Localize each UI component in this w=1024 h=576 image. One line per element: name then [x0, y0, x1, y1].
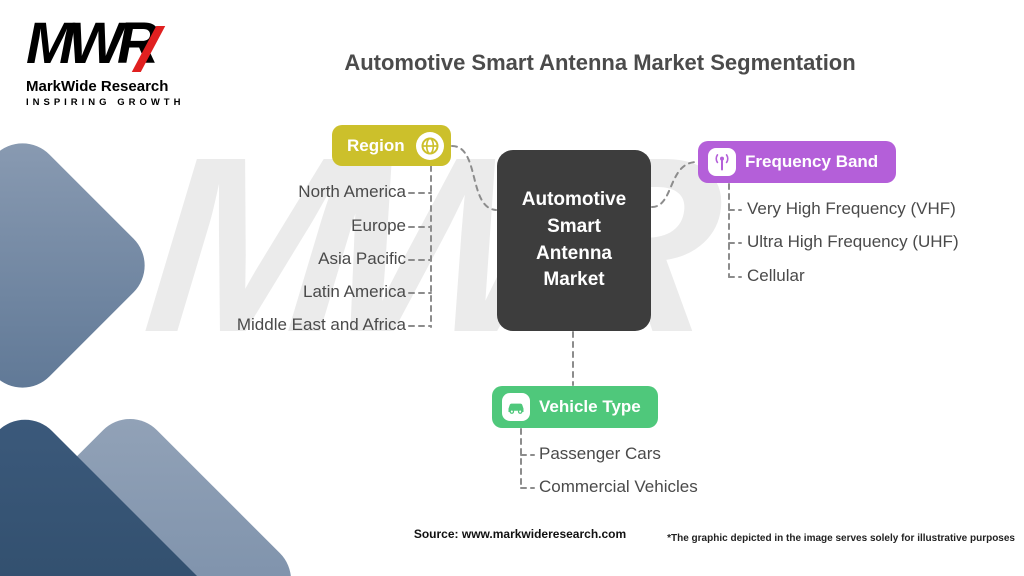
page-title: Automotive Smart Antenna Market Segmenta…	[344, 50, 856, 75]
region-to-center-connector	[451, 145, 497, 211]
vehicle-item-commercial-vehicles: Commercial Vehicles	[539, 477, 698, 496]
segment-label-frequency-band: Frequency Band	[745, 152, 879, 171]
segment-badge-region: Region	[332, 125, 451, 166]
frequency-item-vhf: Very High Frequency (VHF)	[747, 199, 956, 218]
segment-badge-vehicle-type: Vehicle Type	[492, 386, 658, 428]
frequency-item-uhf: Ultra High Frequency (UHF)	[747, 232, 959, 251]
antenna-icon	[708, 148, 736, 176]
logo-acronym: MWR	[26, 15, 206, 76]
center-to-frequency-connector	[651, 161, 698, 208]
source-text: Source: www.markwideresearch.com	[413, 527, 627, 541]
markwide-logo: MWR MarkWide Research INSPIRING GROWTH	[26, 15, 206, 109]
vehicle-item-passenger-cars: Passenger Cars	[539, 444, 661, 463]
center-node-automotive-smart-antenna-market: Automotive Smart Antenna Market	[497, 150, 651, 331]
region-item-latin-america: Latin America	[303, 282, 406, 301]
region-item-middle-east-africa: Middle East and Africa	[236, 315, 406, 334]
disclaimer-text: *The graphic depicted in the image serve…	[667, 533, 1015, 544]
region-item-north-america: North America	[298, 182, 406, 201]
region-item-europe: Europe	[351, 216, 406, 235]
car-icon	[502, 393, 530, 421]
logo-name: MarkWide Research	[26, 78, 169, 95]
segment-label-vehicle-type: Vehicle Type	[539, 397, 641, 416]
frequency-item-cellular: Cellular	[747, 266, 805, 285]
globe-icon	[416, 131, 444, 160]
logo-tagline: INSPIRING GROWTH	[26, 97, 185, 108]
segment-badge-frequency-band: Frequency Band	[698, 141, 896, 183]
region-item-asia-pacific: Asia Pacific	[318, 249, 406, 268]
segment-label-region: Region	[347, 135, 405, 155]
